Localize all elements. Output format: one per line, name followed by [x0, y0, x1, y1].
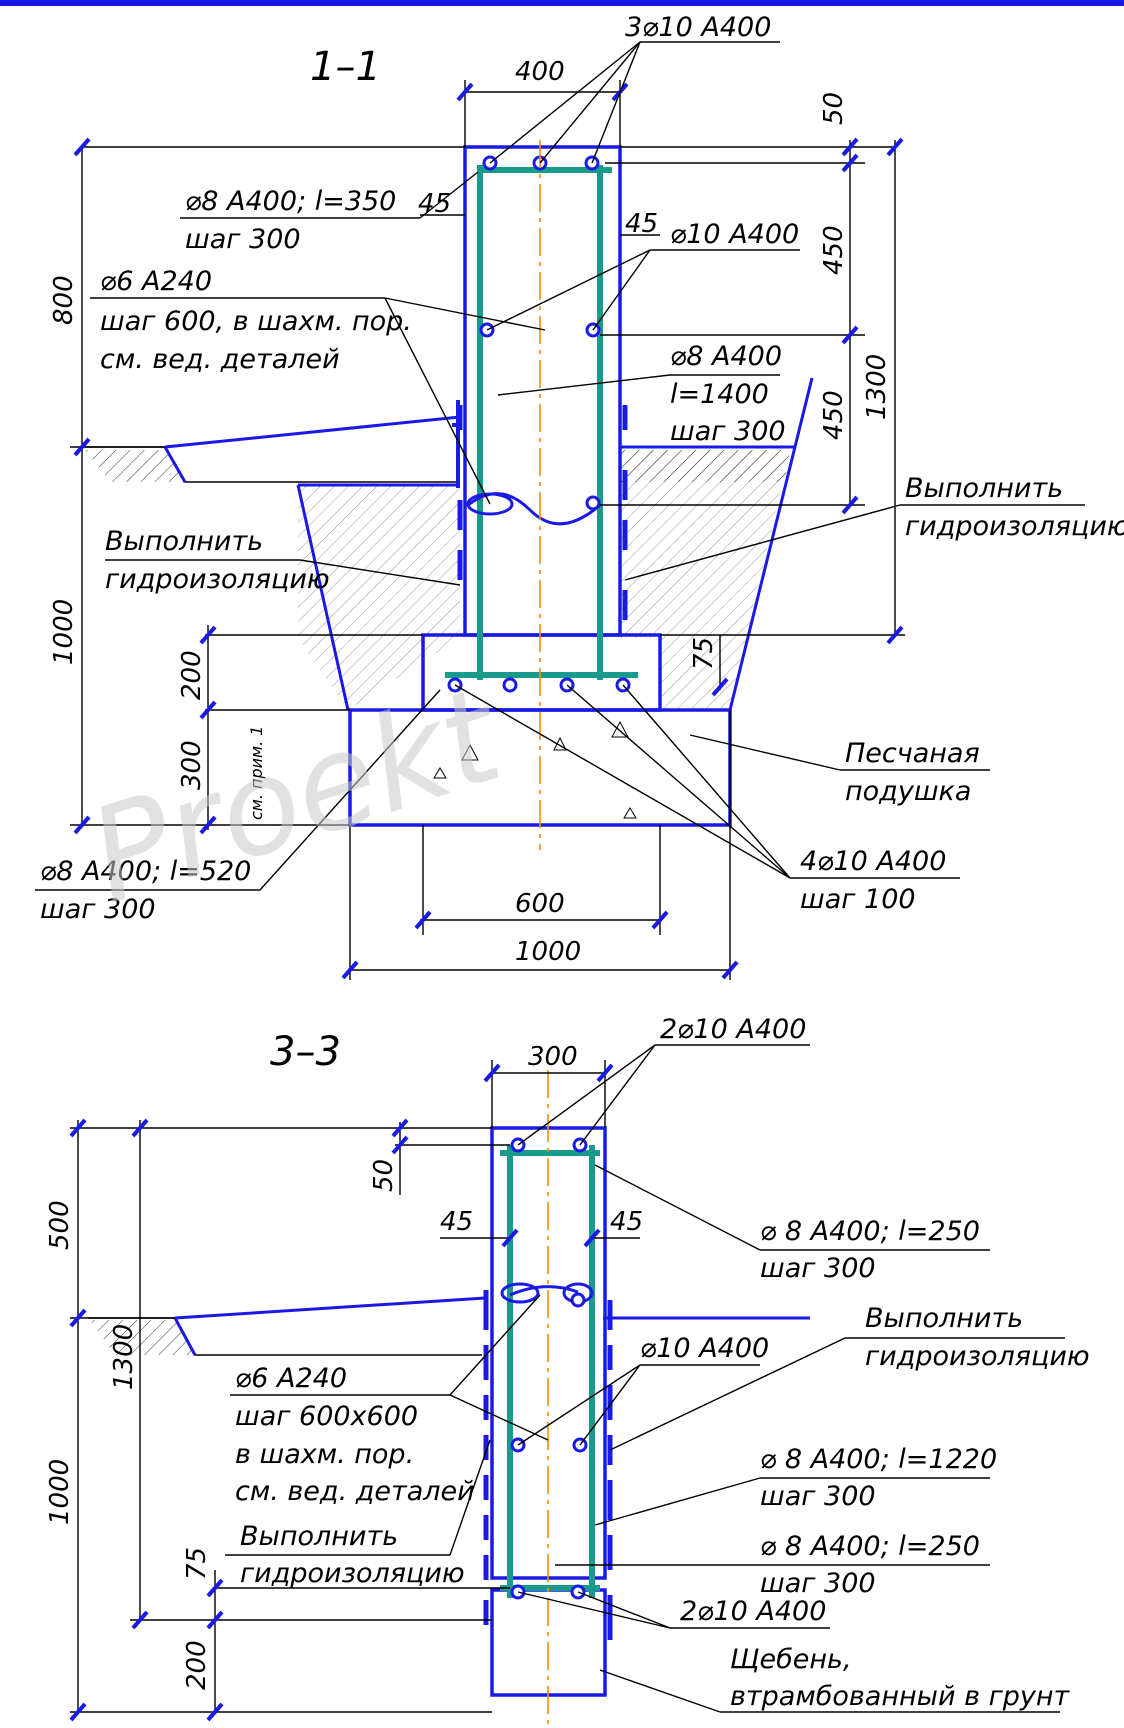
dim-200-3-3: 200 — [182, 1640, 212, 1690]
dim-300: 300 — [177, 740, 207, 790]
grade-slope-left — [164, 415, 461, 449]
dim-500-3-3: 500 — [45, 1200, 75, 1250]
ground-hatch-right — [620, 450, 790, 482]
dims-3-3 — [70, 1060, 640, 1713]
ground-hatch-left — [85, 450, 185, 482]
note-stirrup-c-3-3: ⌀ 8 А400; l=250 — [760, 1531, 980, 1562]
note-gravel-1: Щебень, — [730, 1644, 852, 1675]
note-waterproof-r2-3-3: гидроизоляцию — [865, 1341, 1090, 1372]
grade-slope-left-3-3 — [174, 1296, 486, 1320]
note-bottom-bars-step: шаг 100 — [800, 884, 916, 915]
leaders-3-3 — [225, 1044, 1065, 1713]
section-1-1-title: 1–1 — [310, 44, 381, 90]
excavation-right — [728, 377, 814, 711]
dim-450-lower: 450 — [819, 390, 849, 440]
dim-45-right: 45 — [625, 209, 658, 239]
excavation-left — [296, 484, 350, 711]
dim-ticks-3-3 — [69, 1063, 614, 1722]
note-waterproof-r1: Выполнить — [905, 473, 1063, 504]
note-stirrup-a: ⌀8 А400; l=350 — [185, 186, 396, 217]
note-stirrup-a-step-3-3: шаг 300 — [760, 1253, 876, 1284]
dim-45-left: 45 — [418, 189, 451, 219]
dim-800: 800 — [49, 275, 79, 325]
rebar-points-3-3 — [510, 1137, 588, 1600]
note-side-bars: ⌀10 А400 — [670, 219, 799, 250]
note-stirrup-a-3-3: ⌀ 8 А400; l=250 — [760, 1216, 980, 1247]
rebar-cage-3-3 — [500, 1145, 600, 1598]
dim-45-left-3-3: 45 — [440, 1207, 473, 1237]
dim-1300: 1300 — [862, 354, 892, 420]
ground-hatch-left-3-3 — [90, 1320, 195, 1355]
leaders-1-1 — [35, 41, 1085, 891]
note-side-bars-3-3: ⌀10 А400 — [640, 1333, 769, 1364]
note-waterproof-r2: гидроизоляцию — [905, 511, 1124, 542]
note-waterproof-r1-3-3: Выполнить — [865, 1303, 1023, 1334]
grade-edge-left — [163, 446, 187, 483]
dim-600: 600 — [515, 889, 565, 919]
note-stirrup-b: ⌀8 А400 — [670, 341, 782, 372]
rebar-cage-1-1 — [445, 165, 638, 680]
dim-75: 75 — [689, 637, 719, 670]
note-stirrup-b-step-3-3: шаг 300 — [760, 1481, 876, 1512]
note-tie-c-3-3: в шахм. пор. — [235, 1439, 414, 1470]
note-waterproof-l1: Выполнить — [105, 526, 263, 557]
dim-400: 400 — [515, 57, 565, 87]
note-top-bars: 3⌀10 А400 — [625, 12, 771, 43]
dim-50: 50 — [819, 92, 849, 125]
dim-1000-bottom: 1000 — [515, 937, 581, 967]
note-bottom-bars: 4⌀10 А400 — [800, 846, 946, 877]
backfill-right-hatch — [620, 450, 790, 710]
note-bottom-stirrup: ⌀8 А400; l=520 — [40, 856, 251, 887]
section-3-3: 3–3 — [45, 1014, 1090, 1728]
section-3-3-title: 3–3 — [270, 1029, 341, 1075]
note-stirrup-a-step: шаг 300 — [185, 224, 301, 255]
note-bottom-bars-3-3: 2⌀10 А400 — [680, 1596, 826, 1627]
backfill-left-hatch — [298, 485, 460, 710]
note-top-bars-3-3: 2⌀10 А400 — [660, 1014, 806, 1045]
note-stirrup-b-3-3: ⌀ 8 А400; l=1220 — [760, 1444, 997, 1475]
note-sand-2: подушка — [845, 776, 971, 807]
dim-75-3-3: 75 — [182, 1547, 212, 1580]
dim-ticks-1-1 — [73, 82, 904, 980]
note-sand-1: Песчаная — [845, 738, 980, 769]
dim-300-3-3: 300 — [528, 1042, 578, 1072]
note-stirrup-c-step-3-3: шаг 300 — [760, 1568, 876, 1599]
section-1-1: 1–1 — [35, 12, 1124, 980]
waterproofing-dashes-3-3 — [483, 1290, 613, 1640]
note-tie-d-3-3: см. вед. деталей — [235, 1476, 475, 1507]
note-stirrup-b-len: l=1400 — [670, 379, 769, 410]
note-waterproof-l2: гидроизоляцию — [105, 564, 330, 595]
note-bottom-stirrup-step: шаг 300 — [40, 894, 156, 925]
note-tie-b: шаг 600, в шахм. пор. — [100, 306, 412, 337]
note-prim-1: см. прим. 1 — [247, 726, 266, 820]
wall-column — [463, 145, 622, 637]
dim-1300-3-3: 1300 — [109, 1324, 139, 1390]
sheet-top-border — [0, 0, 1124, 6]
dim-450-upper: 450 — [819, 225, 849, 275]
note-tie-a: ⌀6 А240 — [100, 266, 212, 297]
dim-1000-left: 1000 — [49, 599, 79, 665]
note-stirrup-b-step: шаг 300 — [670, 416, 786, 447]
watermark: Proekt — [72, 658, 520, 933]
dim-50-3-3: 50 — [369, 1159, 399, 1192]
note-waterproof-l1-3-3: Выполнить — [240, 1521, 398, 1552]
note-waterproof-l2-3-3: гидроизоляцию — [240, 1558, 465, 1589]
note-tie-b-3-3: шаг 600х600 — [235, 1401, 418, 1432]
dim-200: 200 — [177, 650, 207, 700]
note-gravel-2: втрамбованный в грунт — [730, 1681, 1071, 1712]
dim-1000-3-3: 1000 — [45, 1459, 75, 1525]
note-tie-c: см. вед. деталей — [100, 344, 340, 375]
note-tie-a-3-3: ⌀6 А240 — [235, 1363, 347, 1394]
dim-45-right-3-3: 45 — [610, 1207, 643, 1237]
